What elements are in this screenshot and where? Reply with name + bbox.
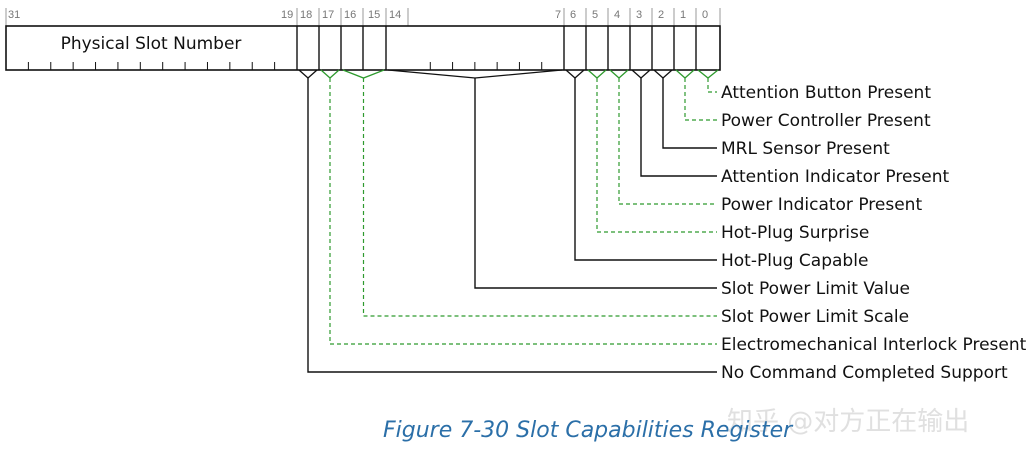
field-label: Power Indicator Present xyxy=(721,195,922,215)
field-brace xyxy=(342,69,385,79)
field-brace xyxy=(653,69,673,79)
bit-number-5: 5 xyxy=(592,9,598,21)
field-leader-lines xyxy=(298,69,719,373)
bit-number-6: 6 xyxy=(570,9,576,21)
field-label: Slot Power Limit Value xyxy=(721,279,910,299)
leader-line xyxy=(362,78,717,317)
field-label: MRL Sensor Present xyxy=(721,139,890,159)
field-brace xyxy=(675,69,695,79)
bit-number-2: 2 xyxy=(658,9,664,21)
leader-bits-17 xyxy=(320,69,717,345)
leader-line xyxy=(574,78,717,261)
bit-number-3: 3 xyxy=(636,9,642,21)
field-label: Power Controller Present xyxy=(721,111,931,131)
leader-bits-4 xyxy=(609,69,717,205)
leader-bits-16-15 xyxy=(342,69,717,317)
bit-number-4: 4 xyxy=(614,9,620,21)
bit-number-15: 15 xyxy=(368,9,380,21)
field-label: Attention Button Present xyxy=(721,83,931,103)
field-label: Hot-Plug Capable xyxy=(721,251,868,271)
leader-line xyxy=(618,78,717,205)
watermark-text: 知乎 @对方正在输出 xyxy=(727,407,969,437)
field-label: Hot-Plug Surprise xyxy=(721,223,869,243)
bit-number-31: 31 xyxy=(8,9,20,21)
leader-line xyxy=(329,78,717,345)
leader-line xyxy=(662,78,717,149)
field-brace xyxy=(697,69,719,79)
leader-bits-0 xyxy=(697,69,719,93)
field-label: Attention Indicator Present xyxy=(721,167,950,187)
leader-bits-1 xyxy=(675,69,717,121)
field-label: Slot Power Limit Scale xyxy=(721,307,909,327)
field-brace xyxy=(565,69,585,79)
bit-number-1: 1 xyxy=(680,9,686,21)
bit-number-19: 19 xyxy=(281,9,293,21)
bit-number-14: 14 xyxy=(389,9,401,21)
leader-line xyxy=(474,78,717,289)
register-box xyxy=(5,25,721,71)
leader-line xyxy=(684,78,717,121)
field-label: Electromechanical Interlock Present xyxy=(721,335,1027,355)
leader-bits-6 xyxy=(565,69,717,261)
field-brace xyxy=(320,69,340,79)
field-brace xyxy=(298,69,318,79)
leader-line xyxy=(307,78,717,373)
bit-number-7: 7 xyxy=(555,9,561,21)
leader-line xyxy=(640,78,717,177)
field-brace xyxy=(587,69,607,79)
leader-bits-14-7 xyxy=(387,69,717,289)
physical-slot-number-field-label: Physical Slot Number xyxy=(61,34,242,54)
field-brace xyxy=(387,69,563,79)
leader-bits-18 xyxy=(298,69,717,373)
field-brace xyxy=(609,69,629,79)
leader-bits-5 xyxy=(587,69,717,233)
field-label: No Command Completed Support xyxy=(721,363,1008,383)
leader-bits-3 xyxy=(631,69,717,177)
bit-number-17: 17 xyxy=(322,9,334,21)
leader-bits-2 xyxy=(653,69,717,149)
bit-number-0: 0 xyxy=(702,9,708,21)
leader-line xyxy=(596,78,717,233)
figure-caption: Figure 7-30 Slot Capabilities Register xyxy=(383,418,794,443)
bit-number-18: 18 xyxy=(300,9,312,21)
leader-line xyxy=(707,78,717,93)
bit-number-16: 16 xyxy=(344,9,356,21)
field-brace xyxy=(631,69,651,79)
